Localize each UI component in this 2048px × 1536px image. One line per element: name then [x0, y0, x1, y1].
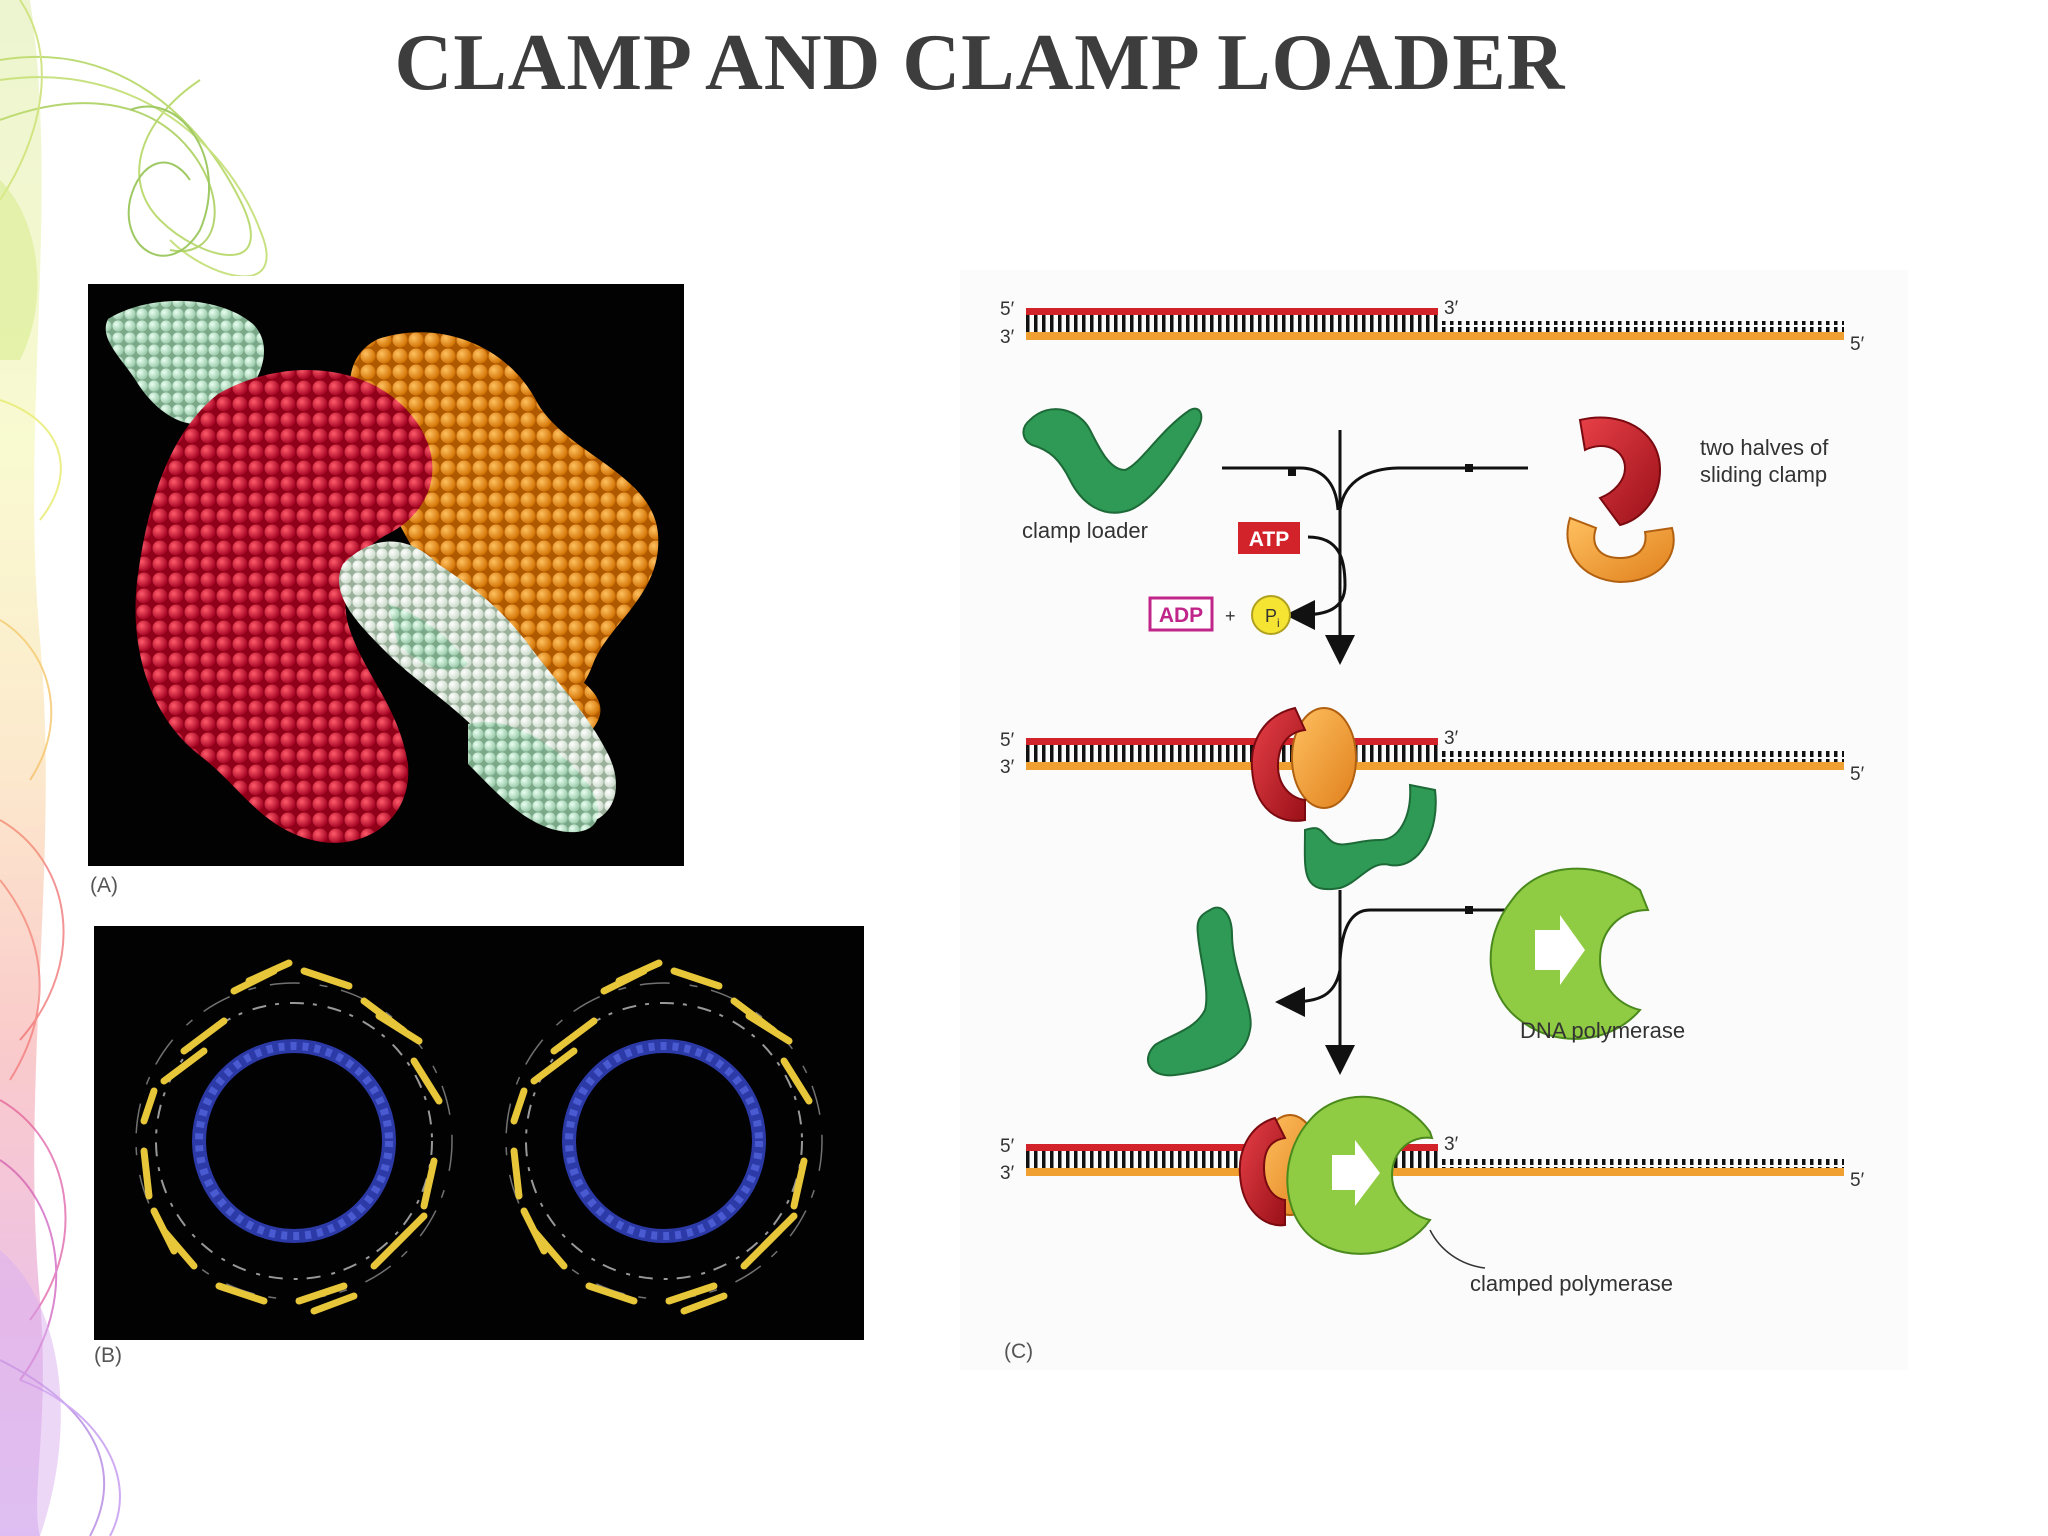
clamp-loader-bound — [1303, 783, 1437, 891]
dna-primer-template-1: 5′ 3′ 3′ 5′ — [1000, 298, 1865, 355]
pi-circle — [1251, 595, 1291, 635]
panel-a: (A) — [68, 276, 700, 900]
atp-box — [1238, 522, 1300, 554]
adp-label: ADP — [1159, 604, 1203, 627]
clamp-red-half — [1578, 416, 1662, 527]
plus-sign: + — [1225, 606, 1236, 626]
svg-text:5′: 5′ — [1000, 1136, 1015, 1157]
clamp-halves-label-line1: two halves of — [1700, 435, 1829, 460]
slide-title: CLAMP AND CLAMP LOADER — [394, 19, 1566, 107]
clamped-polymerase-label: clamped polymerase — [1470, 1271, 1673, 1296]
svg-text:5′: 5′ — [1850, 1170, 1865, 1191]
clamp-red-loaded — [1250, 706, 1307, 822]
sliding-clamp-ribbon-image — [94, 926, 864, 1340]
svg-text:3′: 3′ — [1000, 1163, 1015, 1184]
clamp-loader-released — [1146, 906, 1252, 1077]
svg-text:3′: 3′ — [1000, 757, 1015, 778]
clamp-loader-label: clamp loader — [1022, 518, 1148, 543]
svg-text:3′: 3′ — [1444, 728, 1459, 749]
dna-primer-template-3: 5′ 3′ 3′ 5′ — [1000, 1134, 1865, 1191]
svg-text:5′: 5′ — [1850, 764, 1865, 785]
clamp-orange-loaded — [1291, 707, 1357, 809]
pi-label: P — [1265, 606, 1277, 626]
panel-a-letter: (A) — [90, 874, 118, 897]
three-prime-end-label: 3′ — [1444, 298, 1459, 319]
clamp-ring-left — [135, 959, 453, 1315]
atp-label: ATP — [1249, 528, 1289, 551]
clamp-halves-label-line2: sliding clamp — [1700, 462, 1827, 487]
clamp-red-final — [1238, 1116, 1287, 1227]
svg-text:3′: 3′ — [1444, 1134, 1459, 1155]
clamp-orange-half — [1566, 516, 1675, 584]
clamped-polymerase-shape — [1286, 1095, 1434, 1255]
five-prime-end-label: 5′ — [1850, 334, 1865, 355]
svg-text:5′: 5′ — [1000, 730, 1015, 751]
adp-box — [1148, 596, 1214, 632]
panel-b-letter: (B) — [94, 1344, 122, 1367]
pi-subscript: i — [1277, 616, 1280, 630]
polymerase-label: DNA polymerase — [1520, 1018, 1685, 1043]
clamp-loader-structure-image — [88, 284, 684, 866]
three-prime-bottom-label: 3′ — [1000, 327, 1015, 348]
dna-primer-template-2: 5′ 3′ 3′ 5′ — [1000, 728, 1865, 785]
panel-c-schematic: 5′ 3′ 3′ 5′ clamp loader two halves of s… — [960, 270, 1908, 1370]
clamp-loader-shape — [1022, 407, 1203, 514]
clamp-ring-right — [505, 959, 823, 1315]
dna-polymerase-shape — [1489, 867, 1650, 1040]
panel-c-letter: (C) — [1004, 1340, 1033, 1363]
panel-b: (B) — [68, 912, 880, 1376]
five-prime-top-label: 5′ — [1000, 299, 1015, 320]
